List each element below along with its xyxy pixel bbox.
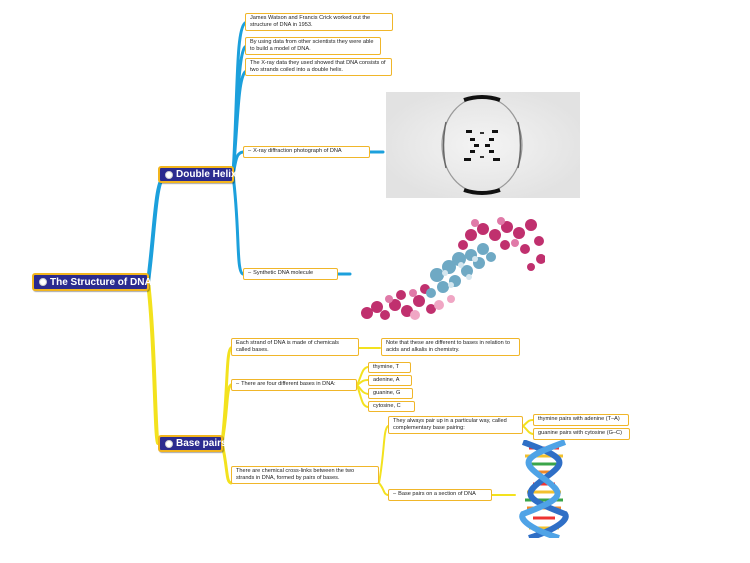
double-helix-topic[interactable]: Double Helix — [158, 166, 237, 183]
four-bases-topic[interactable]: –There are four different bases in DNA: — [231, 379, 357, 391]
dna-double-helix-image — [519, 440, 569, 538]
synthetic-dna-image — [355, 215, 545, 323]
cross-links-topic[interactable]: There are chemical cross-links between t… — [231, 466, 379, 484]
complementary-pairing-topic[interactable]: They always pair up in a particular way,… — [388, 416, 523, 434]
note-model-of-dna[interactable]: By using data from other scientists they… — [245, 37, 381, 55]
note-xray-data[interactable]: The X-ray data they used showed that DNA… — [245, 58, 392, 76]
dash-icon: – — [248, 270, 252, 276]
collapse-toggle-icon[interactable] — [39, 278, 47, 286]
dash-icon: – — [393, 491, 397, 497]
base-item-thymine[interactable]: thymine, T — [368, 362, 411, 373]
root-topic-label: The Structure of DNA — [50, 276, 152, 288]
synthetic-dna-topic[interactable]: –Synthetic DNA molecule — [243, 268, 338, 280]
double-helix-label: Double Helix — [176, 169, 237, 180]
pair-guanine-cytosine[interactable]: guanine pairs with cytosine (G–C) — [533, 428, 630, 440]
dna-section-topic[interactable]: –Base pairs on a section of DNA — [388, 489, 492, 501]
collapse-toggle-icon[interactable] — [165, 439, 173, 448]
chemicals-called-bases-topic[interactable]: Each strand of DNA is made of chemicals … — [231, 338, 359, 356]
root-topic[interactable]: The Structure of DNA — [32, 273, 152, 291]
base-item-cytosine[interactable]: cytosine, C — [368, 401, 415, 412]
base-item-guanine[interactable]: guanine, G — [368, 388, 413, 399]
pair-thymine-adenine[interactable]: thymine pairs with adenine (T–A) — [533, 414, 629, 426]
base-item-adenine[interactable]: adenine, A — [368, 375, 412, 386]
note-watson-crick[interactable]: James Watson and Francis Crick worked ou… — [245, 13, 393, 31]
dash-icon: – — [236, 381, 240, 387]
dash-icon: – — [248, 148, 252, 154]
xray-photo-topic[interactable]: –X-ray diffraction photograph of DNA — [243, 146, 370, 158]
acids-alkalis-note[interactable]: Note that these are different to bases i… — [381, 338, 520, 356]
base-pairs-label: Base pairs — [176, 438, 227, 449]
base-pairs-topic[interactable]: Base pairs — [158, 435, 227, 452]
collapse-toggle-icon[interactable] — [165, 170, 173, 179]
xray-diffraction-image — [386, 92, 580, 198]
